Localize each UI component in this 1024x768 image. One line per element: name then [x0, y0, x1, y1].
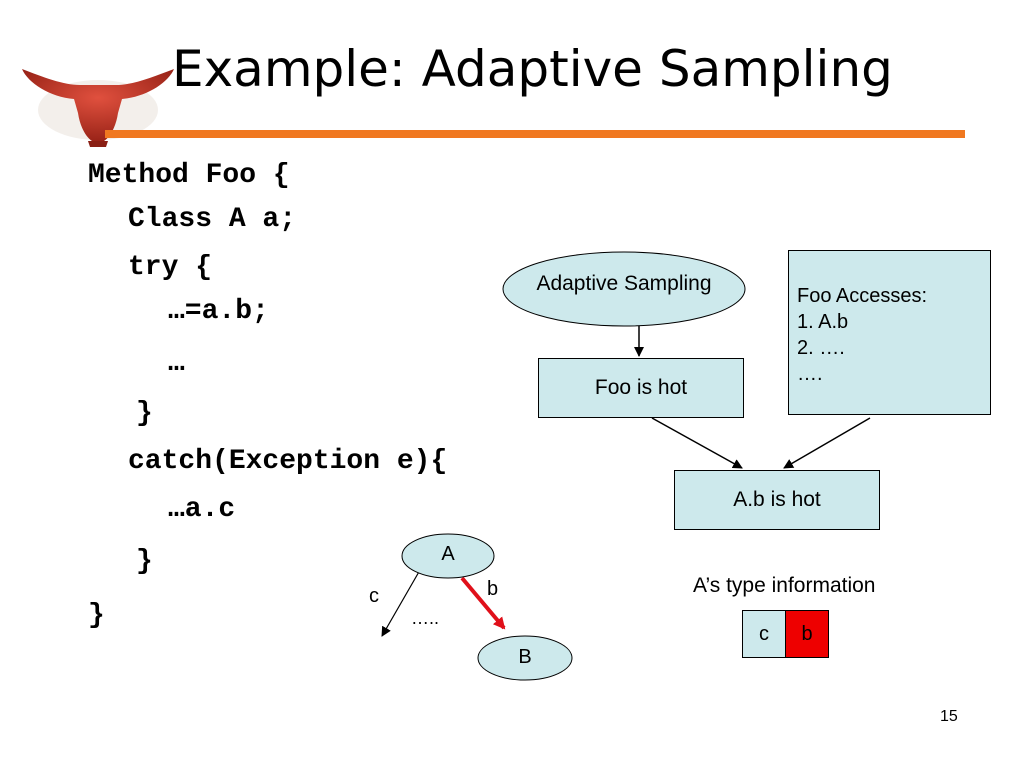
longhorn-logo — [22, 69, 174, 147]
foo-is-hot-label: Foo is hot — [594, 376, 688, 399]
code-line-10: } — [88, 600, 105, 631]
type-cell-b: b — [785, 610, 829, 658]
edge-c-line — [381, 569, 421, 637]
ab-is-hot-label: A.b is hot — [733, 488, 821, 511]
code-line-1: Method Foo { — [88, 160, 290, 191]
ab-is-hot-box: A.b is hot — [674, 470, 880, 530]
foo-accesses-header: Foo Accesses: — [797, 285, 928, 307]
arrow-foo-to-ab — [651, 417, 743, 469]
type-info-label: A’s type information — [693, 574, 876, 597]
node-a-label: A — [441, 543, 455, 565]
foo-access-item: 1. A.b — [797, 311, 849, 333]
type-cell-c: c — [742, 610, 786, 658]
code-line-3: try { — [128, 252, 213, 283]
slide-title: Example: Adaptive Sampling — [172, 40, 893, 98]
adaptive-sampling-node — [502, 251, 746, 327]
code-line-9: } — [136, 546, 153, 577]
code-line-6: } — [136, 398, 153, 429]
tree-ellipsis: ….. — [411, 608, 440, 628]
foo-is-hot-box: Foo is hot — [538, 358, 744, 418]
code-line-5: … — [168, 348, 185, 379]
node-a — [401, 533, 495, 579]
edge-c-label: c — [369, 585, 379, 607]
page-number: 15 — [940, 708, 958, 725]
foo-access-item: …. — [797, 363, 823, 385]
code-line-4: …=a.b; — [168, 296, 269, 327]
title-underline — [105, 130, 965, 138]
code-line-8: …a.c — [168, 494, 236, 525]
edge-b-line — [460, 576, 506, 630]
node-b-label: B — [518, 646, 532, 668]
arrow-accesses-to-ab — [783, 417, 871, 469]
code-line-7: catch(Exception e){ — [128, 446, 448, 477]
adaptive-sampling-label: Adaptive Sampling — [536, 272, 712, 295]
node-b — [477, 635, 573, 681]
edge-b-label: b — [487, 578, 499, 600]
foo-access-item: 2. …. — [797, 337, 845, 359]
foo-accesses-box: Foo Accesses: 1. A.b 2. …. …. — [788, 250, 991, 415]
code-line-2: Class A a; — [128, 204, 297, 235]
